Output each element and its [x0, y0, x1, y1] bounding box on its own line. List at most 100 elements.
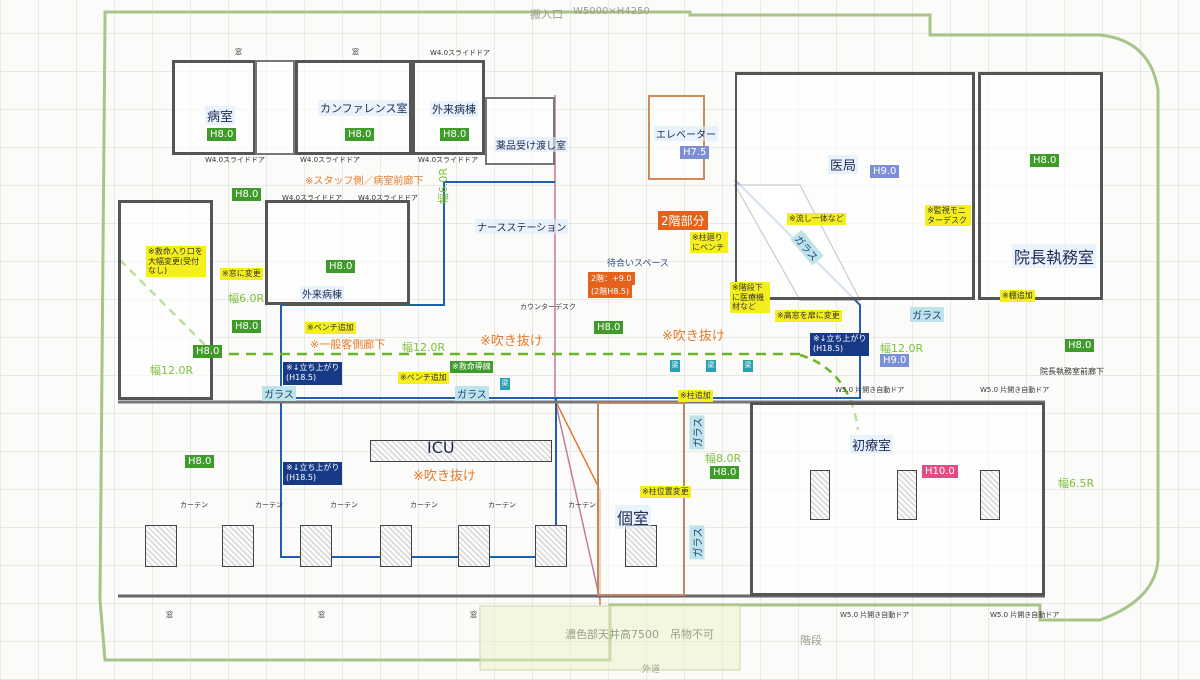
- pharmacy-room[interactable]: [485, 97, 555, 165]
- beam-marker: 梁: [500, 378, 510, 390]
- rise-height: (H18.5): [813, 344, 844, 354]
- note-emergency-route: ※救命導線: [450, 361, 493, 373]
- door-label: W4.0スライドドア: [418, 156, 479, 164]
- room-label-doctors: 医局: [828, 155, 859, 174]
- note-atrium: ※吹き抜け: [662, 329, 725, 344]
- note-bench-add: ※ベンチ追加: [305, 322, 356, 334]
- curtain-label: カーテン: [180, 501, 208, 509]
- room-label-nurse-station: ナースステーション: [475, 219, 569, 234]
- door-label: W4.0スライドドア: [358, 194, 419, 202]
- curtain-label: カーテン: [568, 501, 596, 509]
- height-tag: H8.0: [594, 321, 624, 334]
- door-label: W5.0 片開き自動ドア: [840, 611, 910, 619]
- room-label-outpatient-lower: 外来病棟: [300, 286, 344, 301]
- outside-label: 外道: [642, 665, 661, 675]
- width-label: 幅12.0R: [880, 342, 924, 355]
- height-tag: H8.0: [232, 188, 262, 201]
- window-label: 窓: [352, 48, 359, 56]
- entrance-size: W5000×H4250: [573, 6, 650, 17]
- width-label: 幅6.0R: [228, 292, 265, 305]
- room-label-pharmacy: 薬品受け渡し室: [494, 137, 568, 152]
- room-label-patient: 病室: [205, 106, 236, 125]
- glass-label: ガラス: [689, 415, 705, 450]
- height-tag: H8.0: [345, 128, 375, 141]
- outer-boundary: [98, 10, 1160, 662]
- floor2-sub-tag: (2階H8.5): [588, 285, 633, 298]
- note-atrium: ※吹き抜け: [413, 469, 476, 484]
- width-label: 幅8.0R: [705, 452, 742, 465]
- icu-bed: [145, 525, 177, 567]
- width-label: 幅12.0R: [150, 364, 194, 377]
- height-tag: H8.0: [326, 260, 356, 273]
- window-label: 窓: [166, 611, 173, 619]
- width-label: 幅6.5R: [1058, 477, 1095, 490]
- window-label: 窓: [470, 611, 477, 619]
- height-tag: H8.0: [232, 320, 262, 333]
- door-label: W4.0スライドドア: [300, 156, 361, 164]
- note-column-add: ※柱追加: [678, 390, 713, 402]
- note-column-bench: ※柱廻りにベンチ: [690, 232, 728, 254]
- treatment-bed: [980, 470, 1000, 520]
- room-label-elevator: エレベーター: [654, 126, 718, 141]
- room-label-icu: ICU: [427, 438, 455, 457]
- emergency-entrance-room[interactable]: [118, 200, 213, 400]
- stairs-label: 階段: [800, 634, 822, 647]
- rise-text: ※↓立ち上がり: [286, 463, 340, 472]
- icu-bed: [380, 525, 412, 567]
- note-sink: ※流し一体など: [787, 213, 846, 225]
- icu-bed: [535, 525, 567, 567]
- note-staff-corridor: ※スタッフ側／病室前廊下: [305, 176, 424, 187]
- rise-height: (H18.5): [286, 373, 317, 383]
- door-label: W4.0スライドドア: [430, 49, 491, 57]
- doctors-office[interactable]: [735, 72, 975, 300]
- height-tag: H8.0: [1030, 154, 1060, 167]
- room-label-outpatient-top: 外来病棟: [430, 101, 478, 117]
- note-column-move: ※柱位置変更: [640, 486, 691, 498]
- icu-bed: [222, 525, 254, 567]
- height-tag: H7.5: [680, 146, 710, 159]
- width-label: 幅12.0R: [402, 341, 446, 354]
- note-atrium: ※吹き抜け: [480, 334, 543, 349]
- room-label-conference: カンファレンス室: [318, 100, 410, 116]
- glass-label: ガラス: [455, 386, 489, 401]
- note-monitor-desk: ※監視モニターデスク: [925, 205, 971, 227]
- note-entrance-change: ※救命入り口を大幅変更(受付なし): [146, 246, 206, 277]
- rise-note: ※↓立ち上がり(H18.5): [283, 462, 343, 485]
- floor2-tag: 2階部分: [658, 211, 708, 230]
- storage-room: [255, 60, 295, 155]
- icu-bed: [458, 525, 490, 567]
- door-label: W5.0 片開き自動ドア: [990, 611, 1060, 619]
- height-tag: H8.0: [185, 455, 215, 468]
- rise-note: ※↓立ち上がり(H18.5): [810, 333, 870, 356]
- room-label-director: 院長執務室: [1012, 244, 1097, 268]
- curtain-label: カーテン: [330, 501, 358, 509]
- curtain-label: カーテン: [410, 501, 438, 509]
- curtain-label: カーテン: [488, 501, 516, 509]
- room-label-emergency: 初療室: [850, 435, 894, 454]
- rise-note: ※↓立ち上がり(H18.5): [283, 362, 343, 385]
- note-general-corridor: ※一般客側廊下: [310, 338, 386, 351]
- height-tag: H8.0: [710, 466, 740, 479]
- height-tag: H8.0: [193, 345, 223, 358]
- beam-marker: 梁: [743, 360, 753, 372]
- height-tag: H9.0: [880, 354, 910, 367]
- window-label: 窓: [235, 48, 242, 56]
- door-label: W5.0 片開き自動ドア: [835, 386, 905, 394]
- treatment-bed: [810, 470, 830, 520]
- ceiling-zone: [479, 605, 741, 671]
- height-tag: H8.0: [1065, 339, 1095, 352]
- note-shelf-add: ※棚追加: [1000, 290, 1035, 302]
- rise-text: ※↓立ち上がり: [813, 334, 867, 343]
- height-tag: H8.0: [207, 128, 237, 141]
- rise-text: ※↓立ち上がり: [286, 363, 340, 372]
- height-tag: H10.0: [922, 465, 958, 478]
- note-window-change: ※窓に変更: [220, 268, 263, 280]
- rise-height: (H18.5): [286, 473, 317, 483]
- note-window-to-door: ※高窓を扉に変更: [775, 310, 842, 322]
- height-tag: H9.0: [870, 165, 900, 178]
- curtain-label: カーテン: [255, 501, 283, 509]
- ceiling-note: 濃色部天井高7500 吊物不可: [565, 628, 714, 641]
- entrance-label: 搬入口: [530, 8, 563, 21]
- door-label: W4.0スライドドア: [282, 194, 343, 202]
